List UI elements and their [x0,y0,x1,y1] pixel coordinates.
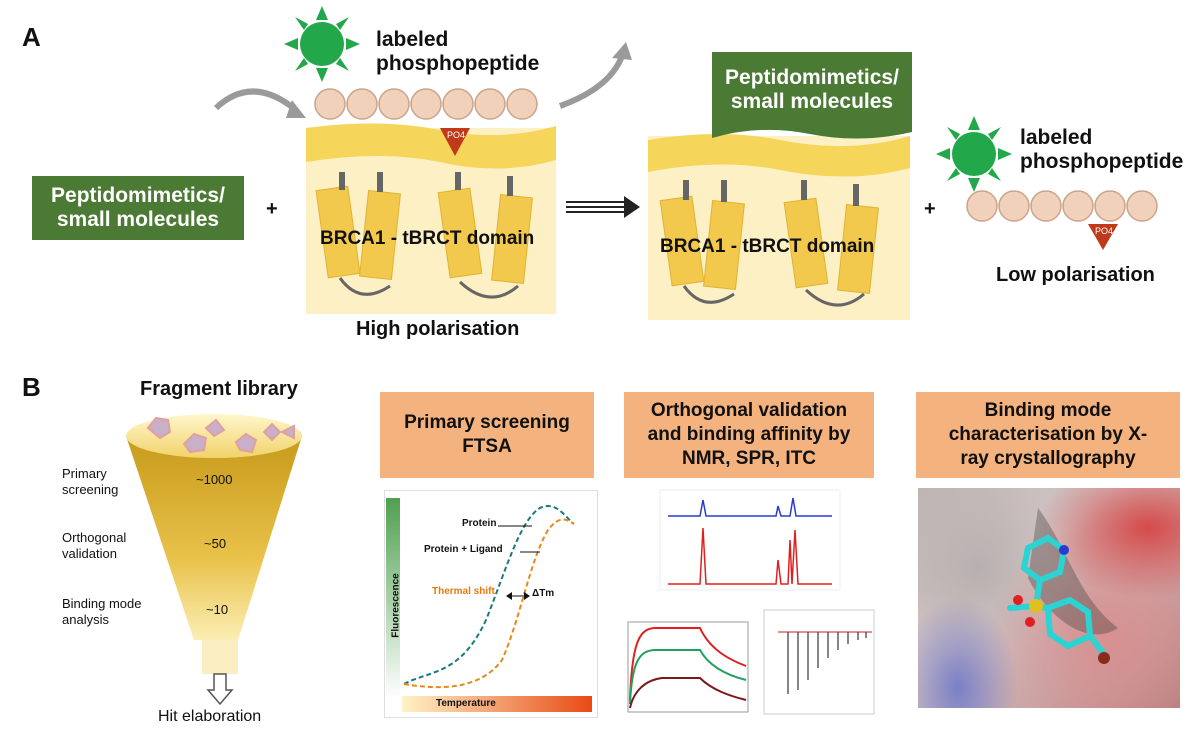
fragment-library-title: Fragment library [140,378,298,400]
spr-curve-darkred [629,677,747,709]
sun-icon-1 [284,6,360,82]
stage-count-3: ~10 [206,602,229,617]
stage-count-1: ~1000 [196,472,233,487]
crystal-structure-image [918,488,1180,708]
domain-2-loops [682,285,865,307]
nmr-spectrum-red [668,527,832,585]
po4-label-1: PO4 [447,130,465,140]
domain-2-band [648,134,910,177]
curved-arrow-1 [213,88,298,113]
plus-sign-1: + [266,198,278,220]
po4-triangle-2 [1088,224,1118,250]
domain-2-stems [683,180,859,206]
itc-peaks [787,632,867,694]
domain-label-1: BRCA1 - tBRCT domain [320,228,535,249]
domain-1-band [306,123,556,169]
ftsa-protein-ligand-label: Protein + Ligand [424,544,503,555]
ftsa-x-bar [402,696,592,712]
binding-mode-box: Binding mode characterisation by X- ray … [916,392,1180,478]
po4-triangle-1 [440,128,470,156]
labeled-phosphopeptide-1: labeled phosphopeptide [376,28,540,76]
primary-screening-box: Primary screening FTSA [380,392,594,478]
stage-label-1: Primary screening [62,466,119,498]
process-arrow-head [624,196,640,218]
panel-b-letter: B [22,372,41,402]
ftsa-protein-label: Protein [462,518,497,529]
sun-icon-2 [936,116,1012,192]
ftsa-dtm-label: ΔTm [532,588,555,599]
curved-arrow-2 [558,54,625,109]
nmr-spectrum-blue [668,497,832,517]
funnel-body [126,436,302,640]
orthogonal-validation-box: Orthogonal validation and binding affini… [624,392,874,478]
po4-label-2: PO4 [1095,226,1113,236]
spr-curve-green [629,649,747,705]
peptide-beads-1 [314,88,538,120]
ftsa-curve-protein-ligand [403,518,575,689]
domain-1-stems [339,172,513,196]
ftsa-y-bar [386,498,400,698]
labeled-phosphopeptide-2: labeled phosphopeptide [1020,126,1184,174]
stage-label-2: Orthogonal validation [62,530,127,562]
itc-panel [763,609,875,715]
peptidomimetics-box-right: Peptidomimetics/ small molecules [725,65,899,113]
ftsa-chart [384,490,598,718]
spr-curve-red [629,627,747,701]
ftsa-curve-protein [403,505,575,685]
peptide-beads-2 [966,190,1158,222]
domain-2-helices [659,195,879,294]
stage-label-3: Binding mode analysis [62,596,142,628]
ligand-stick-model [1007,508,1118,664]
low-polarisation-label: Low polarisation [996,264,1155,286]
fragment-shapes [146,416,295,454]
domain-1-helices [315,185,533,284]
peptidomimetics-box-left: Peptidomimetics/ small molecules [32,176,244,240]
hit-elaboration-label: Hit elaboration [158,708,262,725]
hit-arrow [206,673,234,706]
peptidomimetics-cap [712,52,912,139]
ftsa-x-label: Temperature [436,698,496,709]
plus-sign-2: + [924,198,936,220]
process-arrow [566,201,626,213]
spr-panel [627,621,749,713]
ftsa-thermal-shift-label: Thermal shift [432,586,495,597]
funnel-spout [202,640,238,674]
domain-1-loops [338,277,519,299]
domain-label-2: BRCA1 - tBRCT domain [660,236,875,257]
panel-a-letter: A [22,22,41,52]
high-polarisation-label: High polarisation [356,318,520,340]
nmr-panel [659,489,841,591]
stage-count-2: ~50 [204,536,227,551]
